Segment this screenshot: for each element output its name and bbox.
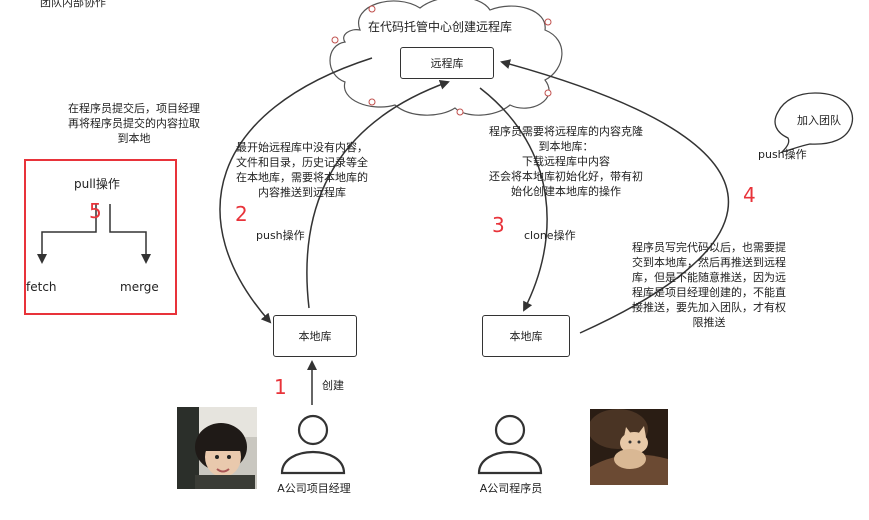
fetch-label: fetch (26, 280, 57, 294)
clone-label: clone操作 (524, 229, 576, 242)
pull-box (24, 159, 177, 315)
arrow-programmer-push (500, 59, 730, 334)
manager-pull-note: 在程序员提交后，项目经理 再将程序员提交的内容拉取 到本地 (68, 102, 200, 145)
manager-role-label: A公司项目经理 (277, 482, 351, 495)
cloud-title: 在代码托管中心创建远程库 (368, 20, 513, 34)
pull-split-left (37, 204, 97, 264)
step-number-4: 4 (743, 183, 756, 207)
merge-label: merge (120, 280, 159, 294)
programmer-local-repo-box: 本地库 (482, 315, 570, 357)
programmer-push-note: 程序员写完代码以后，也需要提 交到本地库，然后再推送到远程 库，但是不能随意推送… (632, 241, 786, 329)
programmer-role-label: A公司程序员 (479, 482, 543, 495)
person-icon-programmer (477, 414, 543, 475)
photo-child (177, 407, 257, 489)
step-number-1: 1 (274, 375, 287, 399)
arrow-programmer-clone (479, 87, 548, 312)
step-number-3: 3 (492, 213, 505, 237)
step-number-2: 2 (235, 202, 248, 226)
pull-split-right (109, 204, 151, 264)
cloud-handles (331, 5, 552, 116)
push-label-programmer: push操作 (758, 148, 807, 161)
pull-label: pull操作 (74, 177, 120, 191)
manager-local-repo-box: 本地库 (273, 315, 357, 357)
remote-repo-box: 远程库 (400, 47, 494, 79)
clone-note: 程序员需要将远程库的内容克隆 到本地库： 下载远程库中内容 还会将本地库初始化好… (489, 125, 643, 198)
join-team-bubble-text: 加入团队 (797, 114, 841, 127)
top-left-note: 团队内部协作 (40, 0, 106, 9)
push-label-manager: push操作 (256, 229, 305, 242)
person-icon-manager (280, 414, 346, 475)
photo-cat (590, 409, 668, 485)
speech-bubble (774, 92, 854, 154)
step-number-5: 5 (89, 199, 102, 223)
arrow-manager-pull (219, 57, 373, 324)
arrow-manager-push (306, 80, 450, 309)
initial-push-note: 最开始远程库中没有内容， 文件和目录，历史记录等全 在本地库，需要将本地库的 内… (236, 141, 368, 199)
create-label: 创建 (322, 379, 344, 392)
